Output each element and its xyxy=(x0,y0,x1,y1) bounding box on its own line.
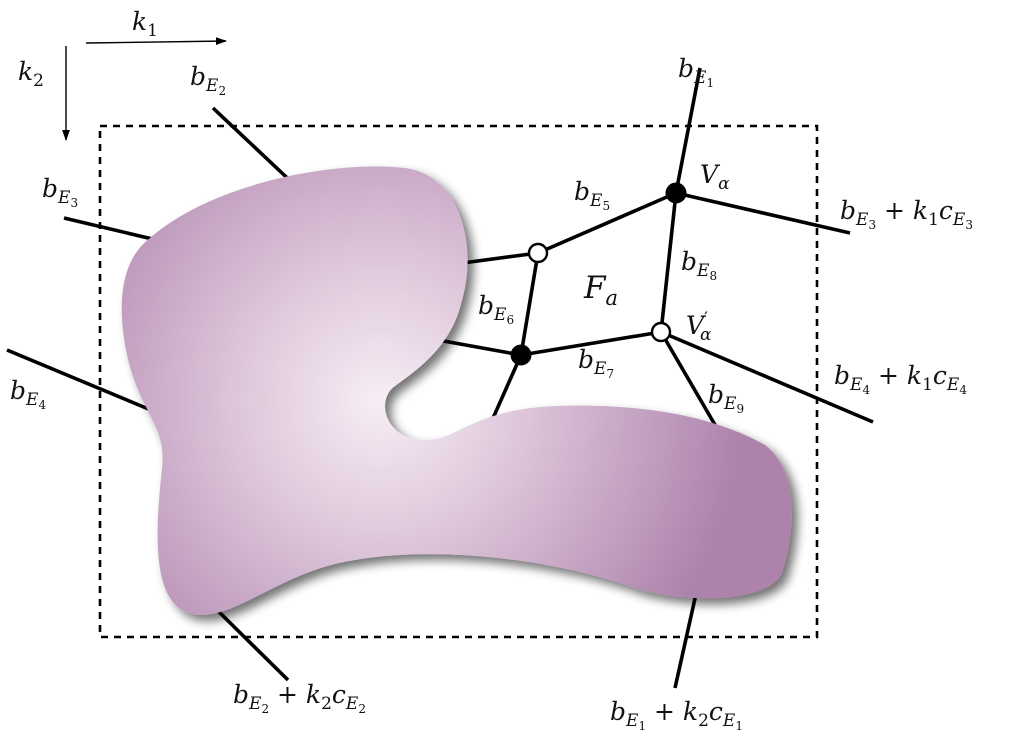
label-bE9: bE9 xyxy=(708,380,744,416)
label-bE5: bE5 xyxy=(574,177,610,213)
edge-to-blob-upper xyxy=(454,251,539,266)
vertex-v-alpha-prime xyxy=(650,321,672,343)
label-bE3-plus-k1cE3: bE3 + k1cE3 xyxy=(840,196,973,232)
edge-bE8 xyxy=(659,192,678,333)
edge-bE7 xyxy=(520,330,662,357)
unit-cell-boundary xyxy=(98,124,819,639)
graph-edges-top xyxy=(519,67,874,424)
label-V-alpha-prime: V′α xyxy=(686,309,712,345)
edge-bE4-shift xyxy=(660,330,874,424)
label-bE7: bE7 xyxy=(578,345,614,381)
edge-bE9 xyxy=(659,331,720,431)
edge-bE3-shift xyxy=(675,191,851,235)
edge-bE6 xyxy=(519,252,540,356)
graph-edges xyxy=(6,106,720,689)
vertex-upper-left-open xyxy=(527,242,549,264)
label-k2: k2 xyxy=(18,57,44,91)
edge-bE2 xyxy=(211,106,302,192)
label-k1: k1 xyxy=(132,7,158,41)
label-bE4-plus-k1cE4: bE4 + k1cE4 xyxy=(834,361,967,397)
edge-down-from-lower-vertex xyxy=(488,354,523,426)
label-bE3: bE3 xyxy=(42,174,78,210)
edge-bE4 xyxy=(6,348,171,420)
edge-bE1-shift xyxy=(673,584,700,689)
k1-axis-arrow xyxy=(85,37,228,46)
label-bE8: bE8 xyxy=(681,247,717,283)
label-bE4: bE4 xyxy=(10,376,46,412)
vertex-v-alpha xyxy=(665,182,687,204)
edge-bE1 xyxy=(674,67,702,194)
edge-bE5 xyxy=(537,191,677,255)
interior-blob xyxy=(121,166,792,616)
edge-to-blob-lower xyxy=(437,338,522,357)
label-bE1: bE1 xyxy=(678,54,714,90)
label-bE2: bE2 xyxy=(190,62,226,98)
edge-bE3 xyxy=(63,216,166,244)
label-bE1-plus-k2cE1: bE1 + k2cE1 xyxy=(610,697,743,733)
label-face-Fa: Fa xyxy=(583,270,618,310)
label-V-alpha: Vα xyxy=(700,160,730,194)
vertex-lower-left xyxy=(510,344,532,366)
label-bE2-plus-k2cE2: bE2 + k2cE2 xyxy=(233,680,366,716)
edge-labels: bE1 bE2 bE3 bE4 bE5 bE6 bE7 bE8 bE9 bE3 … xyxy=(10,54,973,733)
label-bE6: bE6 xyxy=(478,291,514,327)
edge-bE2-shift xyxy=(210,603,290,682)
